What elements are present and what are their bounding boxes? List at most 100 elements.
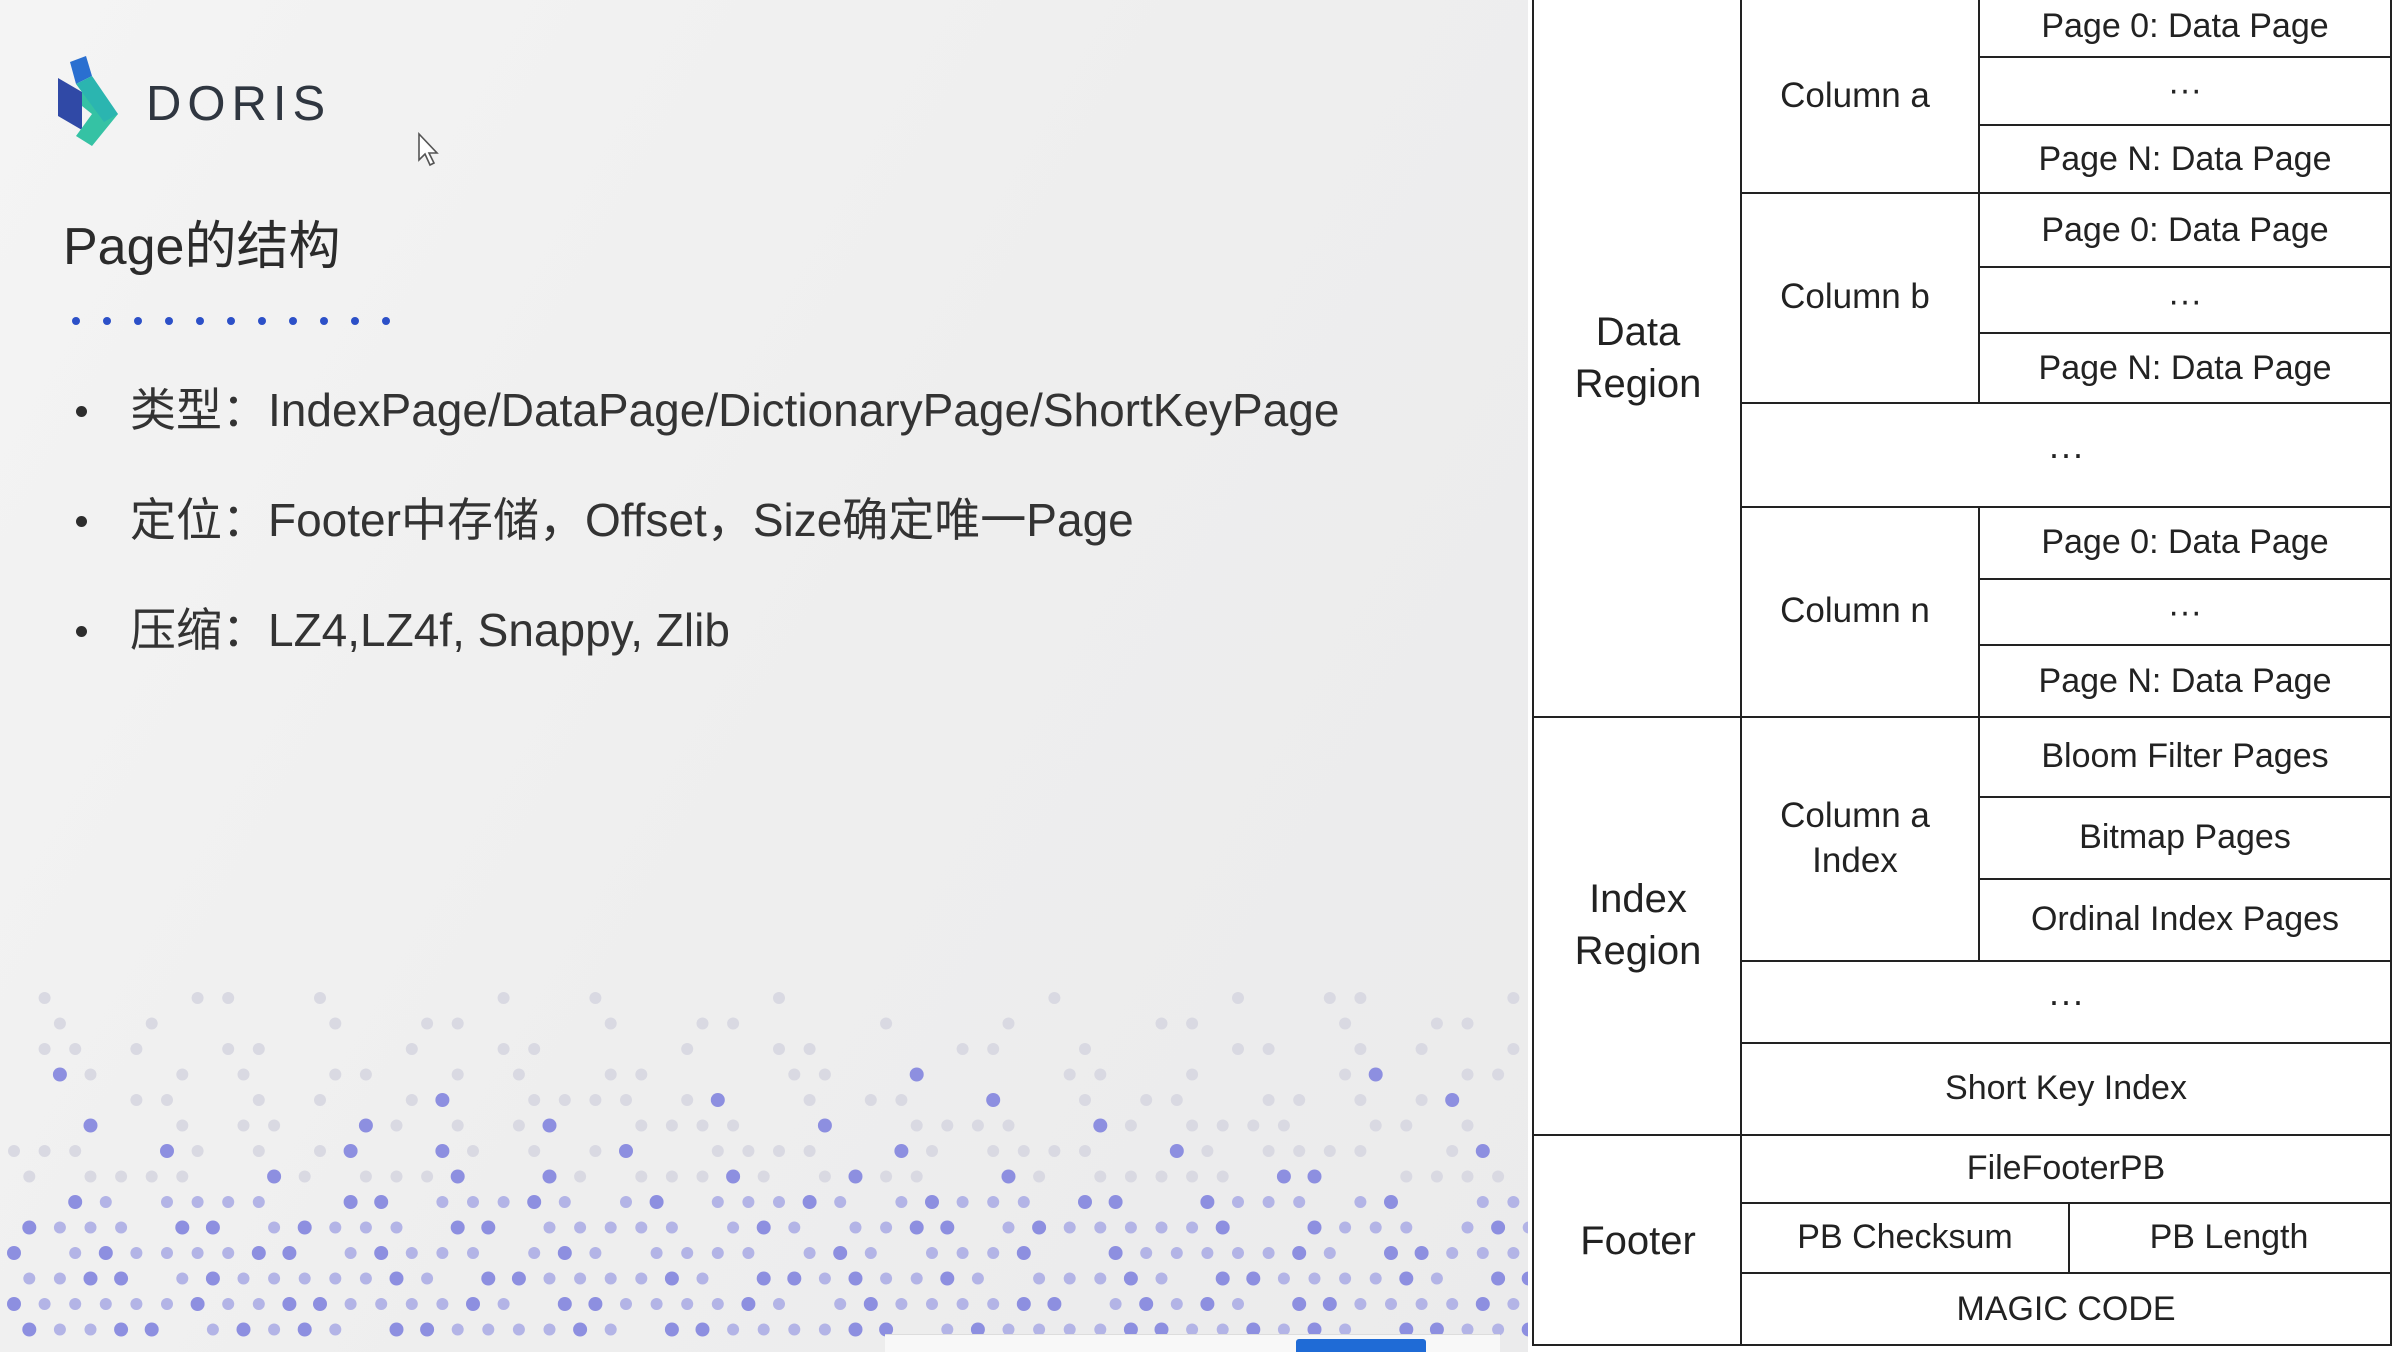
decorative-dot <box>773 1196 785 1208</box>
decorative-dot <box>1155 1221 1168 1234</box>
page-title: Page的结构 <box>63 218 341 276</box>
decorative-dot <box>557 1297 572 1311</box>
decorative-dot <box>1079 1043 1091 1055</box>
decorative-dot <box>512 1323 525 1336</box>
decorative-dot <box>405 1298 418 1310</box>
decorative-dot <box>664 1271 679 1286</box>
decorative-dot <box>818 1068 831 1081</box>
decorative-dot <box>573 1322 588 1337</box>
decorative-dot <box>23 1272 36 1285</box>
decorative-dot <box>1002 1017 1015 1030</box>
decorative-dot <box>343 1195 358 1209</box>
decorative-dot <box>1155 1017 1168 1030</box>
decorative-dot <box>620 1298 632 1310</box>
decorative-dot <box>620 1196 632 1208</box>
decorative-dot <box>98 1246 113 1260</box>
decorative-dot <box>527 1195 542 1209</box>
grid-line <box>1742 1272 2390 1274</box>
decorative-dot <box>1094 1170 1107 1183</box>
decorative-dot <box>1507 992 1520 1004</box>
decorative-dot <box>497 1043 510 1055</box>
decorative-dot <box>205 1271 220 1286</box>
decorative-dot <box>1215 1220 1230 1235</box>
decorative-dot <box>38 1298 51 1310</box>
decorative-dot <box>22 1220 37 1235</box>
decorative-dot <box>1476 1247 1489 1259</box>
decorative-dot <box>161 1298 173 1310</box>
decorative-dot <box>773 1298 785 1310</box>
decorative-dot <box>1445 1093 1460 1107</box>
bullet-label: 压缩： <box>130 604 268 656</box>
decorative-dot <box>7 1297 21 1311</box>
decorative-dot <box>52 1067 67 1082</box>
column-b-label: Column b <box>1780 277 1930 317</box>
decorative-dot <box>528 1145 541 1157</box>
decorative-dot <box>1108 1195 1123 1209</box>
decorative-dot <box>1400 1221 1413 1234</box>
decorative-dot <box>130 1298 143 1310</box>
grid-line <box>1742 960 2390 962</box>
decorative-dot <box>1232 1298 1244 1310</box>
decorative-dot <box>619 1144 633 1158</box>
decorative-dot <box>1155 1170 1168 1183</box>
decorative-dot <box>314 1094 326 1106</box>
decorative-dot <box>1430 1017 1443 1030</box>
decorative-dot <box>802 1195 817 1209</box>
decorative-dot <box>1339 1272 1352 1285</box>
decorative-dot <box>880 1017 893 1030</box>
grid-line <box>1980 266 2390 268</box>
column-n-page-n: Page N: Data Page <box>2038 661 2332 700</box>
decorative-dot <box>1293 1145 1306 1157</box>
grid-line <box>1980 796 2390 798</box>
decorative-dot <box>864 1247 877 1259</box>
decorative-dot <box>681 1094 694 1106</box>
column-n-page-ellipsis: ··· <box>2168 592 2202 631</box>
decorative-dot <box>588 1297 603 1311</box>
decorative-dot <box>1354 1094 1367 1106</box>
decorative-dot <box>1491 1220 1506 1235</box>
decorative-dot <box>696 1119 709 1132</box>
decorative-dot <box>987 1247 1000 1259</box>
decorative-dot <box>956 1196 969 1208</box>
decorative-dot <box>405 1247 418 1259</box>
pb-length: PB Length <box>2149 1217 2309 1256</box>
decorative-dot <box>1140 1247 1153 1259</box>
decorative-dot <box>374 1246 389 1260</box>
decorative-dot <box>1186 1323 1199 1336</box>
decorative-dot <box>864 1094 877 1106</box>
decorative-dot <box>1186 1017 1199 1030</box>
decorative-dot <box>635 1068 648 1081</box>
decorative-dot <box>1277 1119 1290 1132</box>
decorative-dot <box>773 1043 785 1055</box>
decorative-dot <box>436 1196 449 1208</box>
decorative-dot <box>1123 1271 1138 1286</box>
decorative-dot <box>1384 1246 1398 1260</box>
decorative-dot <box>1108 1246 1123 1260</box>
decorative-dot <box>176 1170 189 1183</box>
decorative-dot <box>268 1221 281 1234</box>
decorative-dot <box>7 1246 21 1260</box>
decorative-dot <box>604 1017 617 1030</box>
decorative-dot <box>191 1247 204 1259</box>
decorative-dot <box>1186 1170 1199 1183</box>
grid-line <box>1980 878 2390 880</box>
decorative-dot <box>1002 1323 1015 1336</box>
decorative-dot <box>1200 1195 1215 1209</box>
decorative-dot <box>99 1196 112 1208</box>
decorative-dot <box>879 1322 894 1337</box>
decorative-dot <box>971 1119 984 1132</box>
decorative-dot <box>482 1323 495 1336</box>
decorative-dot <box>252 1145 265 1157</box>
slide-panel: DORIS Page的结构 类型：IndexPage/DataPage/Dict… <box>0 0 1528 1352</box>
decorative-dot <box>880 1272 893 1285</box>
decorative-dot <box>711 1145 724 1157</box>
column-a-page-n: Page N: Data Page <box>2038 139 2332 178</box>
decorative-dot <box>711 1298 724 1310</box>
decorative-dot <box>1124 1119 1137 1132</box>
decorative-dot <box>1354 1145 1367 1157</box>
region-boundary-index-footer <box>1532 1134 2392 1136</box>
decorative-dot <box>773 992 785 1004</box>
column-b-page-ellipsis: ··· <box>2168 281 2202 320</box>
bottom-toolbar-indicator <box>1296 1339 1426 1352</box>
decorative-dot <box>1170 1298 1183 1310</box>
